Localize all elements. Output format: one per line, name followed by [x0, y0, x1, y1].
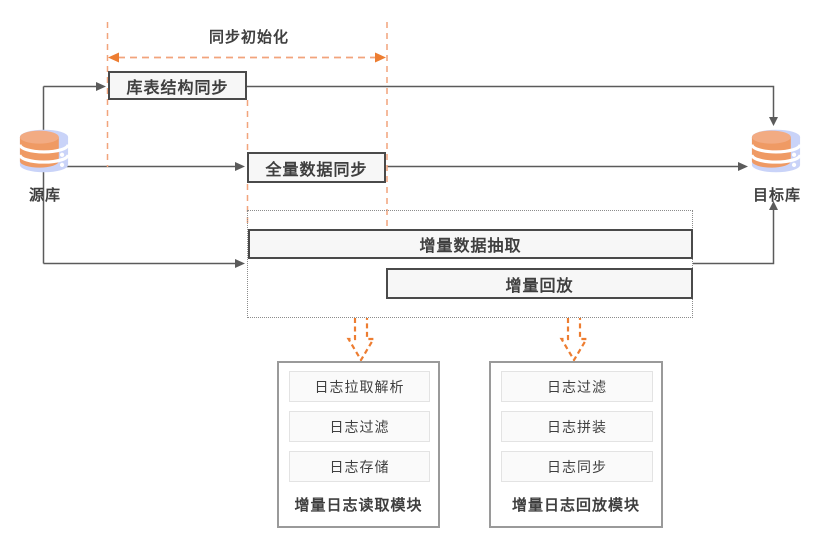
span-arrowhead-left-icon	[108, 52, 119, 63]
dashed-block-arrow-down-left-icon	[346, 318, 376, 362]
full-sync-box: 全量数据同步	[247, 152, 386, 183]
log-replayer-step-1: 日志过滤	[501, 371, 653, 402]
gray-arrowheads	[96, 82, 778, 268]
dashed-block-arrow-down-right-icon	[559, 318, 589, 362]
log-reader-module-label: 增量日志读取模块	[294, 496, 423, 514]
init-phase-span-arrow	[108, 52, 386, 63]
arrowhead-into-fullsync-icon	[235, 162, 245, 171]
target-database-icon	[750, 129, 802, 173]
log-reader-step-1: 日志拉取解析	[289, 371, 430, 402]
arrowhead-into-target-bottom-icon	[769, 201, 778, 210]
schema-sync-box: 库表结构同步	[108, 71, 247, 100]
gray-connectors	[42, 85, 775, 265]
source-database-icon	[18, 129, 70, 173]
init-phase-label: 同步初始化	[208, 28, 289, 46]
log-reader-step-3: 日志存储	[289, 451, 430, 482]
span-arrowhead-right-icon	[375, 52, 386, 63]
log-reader-module: 日志拉取解析 日志过滤 日志存储 增量日志读取模块	[277, 361, 440, 528]
log-reader-step-2: 日志过滤	[289, 411, 430, 442]
log-replayer-module-label: 增量日志回放模块	[511, 496, 640, 514]
arrowhead-into-incremental-icon	[235, 259, 245, 268]
incremental-extract-box: 增量数据抽取	[248, 229, 693, 259]
arrowhead-into-schema-icon	[96, 82, 106, 91]
orange-dashed-lines	[106, 22, 388, 228]
target-db-label: 目标库	[752, 186, 801, 204]
log-replayer-step-3: 日志同步	[501, 451, 653, 482]
connector-replay-to-target	[693, 210, 775, 265]
source-db-label: 源库	[28, 186, 61, 204]
incremental-replay-box: 增量回放	[386, 268, 693, 299]
arrowhead-into-target-left-icon	[738, 162, 748, 171]
arrowhead-into-target-top-icon	[769, 117, 778, 126]
connector-schema-to-target	[247, 85, 775, 117]
log-replayer-step-2: 日志拼装	[501, 411, 653, 442]
log-replayer-module: 日志过滤 日志拼装 日志同步 增量日志回放模块	[489, 361, 663, 528]
incremental-group-outline	[247, 210, 693, 318]
